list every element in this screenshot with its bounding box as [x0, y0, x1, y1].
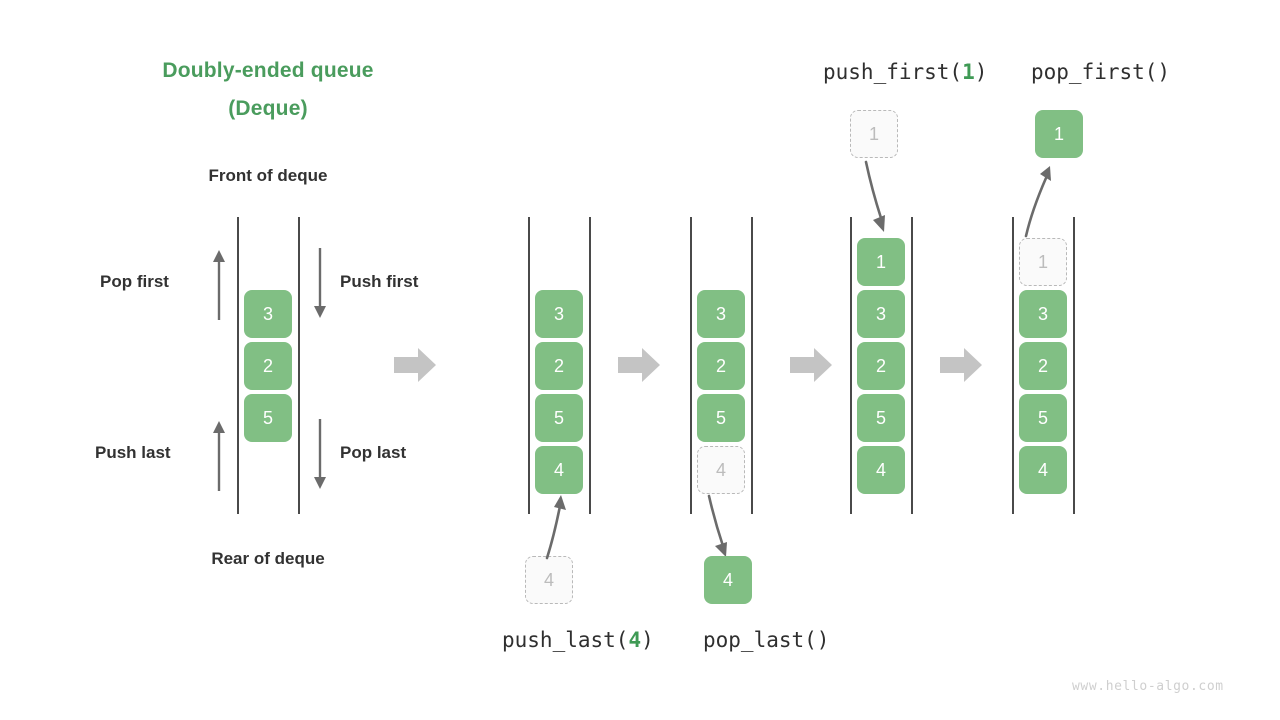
rail-right-panel-1	[298, 217, 300, 514]
rail-left-panel-3	[690, 217, 692, 514]
deque-cell: 3	[1019, 290, 1067, 338]
deque-cell: 4	[535, 446, 583, 494]
pop-first-label: Pop first	[100, 272, 169, 291]
rail-right-panel-5	[1073, 217, 1075, 514]
pop-last-label: Pop last	[340, 443, 407, 462]
rail-left-panel-5	[1012, 217, 1014, 514]
flow-arrow-icon	[940, 348, 982, 382]
deque-cell: 2	[697, 342, 745, 390]
incoming-ghost-cell: 4	[525, 556, 573, 604]
rail-left-panel-4	[850, 217, 852, 514]
diagram-title-line1: Doubly-ended queue	[162, 59, 374, 82]
pop-first-arrow-icon	[213, 250, 225, 320]
rail-left-panel-2	[528, 217, 530, 514]
flow-arrow-icon	[618, 348, 660, 382]
deque-cell: 3	[535, 290, 583, 338]
flow-arrow-icon	[394, 348, 436, 382]
push-last-label: Push last	[95, 443, 171, 462]
pop-last-code-label: pop_last()	[703, 628, 830, 652]
rail-right-panel-3	[751, 217, 753, 514]
push-last-code-name: push_last(	[502, 628, 629, 652]
flow-arrow-icon	[790, 348, 832, 382]
push-last-code-close: )	[641, 628, 654, 652]
ejected-cell: 1	[1035, 110, 1083, 158]
vacated-ghost-cell: 1	[1019, 238, 1067, 286]
push-last-code-label: push_last(4)	[502, 628, 654, 652]
ejected-cell: 4	[704, 556, 752, 604]
deque-cell: 5	[244, 394, 292, 442]
rear-of-deque-label: Rear of deque	[211, 549, 325, 568]
deque-cell: 5	[697, 394, 745, 442]
push-first-code-label: push_first(1)	[823, 60, 987, 84]
incoming-ghost-cell: 1	[850, 110, 898, 158]
watermark: www.hello-algo.com	[1072, 679, 1224, 694]
vacated-ghost-cell: 4	[697, 446, 745, 494]
push-first-code-arg: 1	[962, 60, 975, 84]
push-last-code-arg: 4	[628, 628, 642, 652]
push-first-code-close: )	[974, 60, 988, 84]
push-last-arrow-icon	[213, 421, 225, 491]
diagram-title: Doubly-ended queue (Deque)	[144, 52, 392, 128]
deque-cell: 4	[1019, 446, 1067, 494]
pop-first-flow-arrow-icon	[1024, 166, 1051, 238]
push-first-arrow-icon	[314, 248, 326, 318]
deque-cell: 1	[857, 238, 905, 286]
deque-cell: 2	[1019, 342, 1067, 390]
deque-cell: 2	[857, 342, 905, 390]
deque-cell: 3	[697, 290, 745, 338]
deque-cell: 4	[857, 446, 905, 494]
diagram-title-line2: (Deque)	[228, 97, 308, 120]
deque-cell: 2	[244, 342, 292, 390]
pop-last-flow-arrow-icon	[707, 494, 727, 557]
deque-cell: 5	[1019, 394, 1067, 442]
deque-cell: 5	[857, 394, 905, 442]
deque-cell: 3	[857, 290, 905, 338]
rail-right-panel-4	[911, 217, 913, 514]
rail-right-panel-2	[589, 217, 591, 514]
front-of-deque-label: Front of deque	[208, 166, 328, 185]
deque-cell: 5	[535, 394, 583, 442]
pop-first-code-label: pop_first()	[1031, 60, 1171, 84]
push-first-code-name: push_first(	[823, 60, 963, 84]
rail-left-panel-1	[237, 217, 239, 514]
push-first-label: Push first	[340, 272, 419, 291]
deque-cell: 3	[244, 290, 292, 338]
push-last-flow-arrow-icon	[545, 495, 566, 560]
deque-cell: 2	[535, 342, 583, 390]
push-first-flow-arrow-icon	[864, 160, 885, 232]
pop-last-arrow-icon	[314, 419, 326, 489]
